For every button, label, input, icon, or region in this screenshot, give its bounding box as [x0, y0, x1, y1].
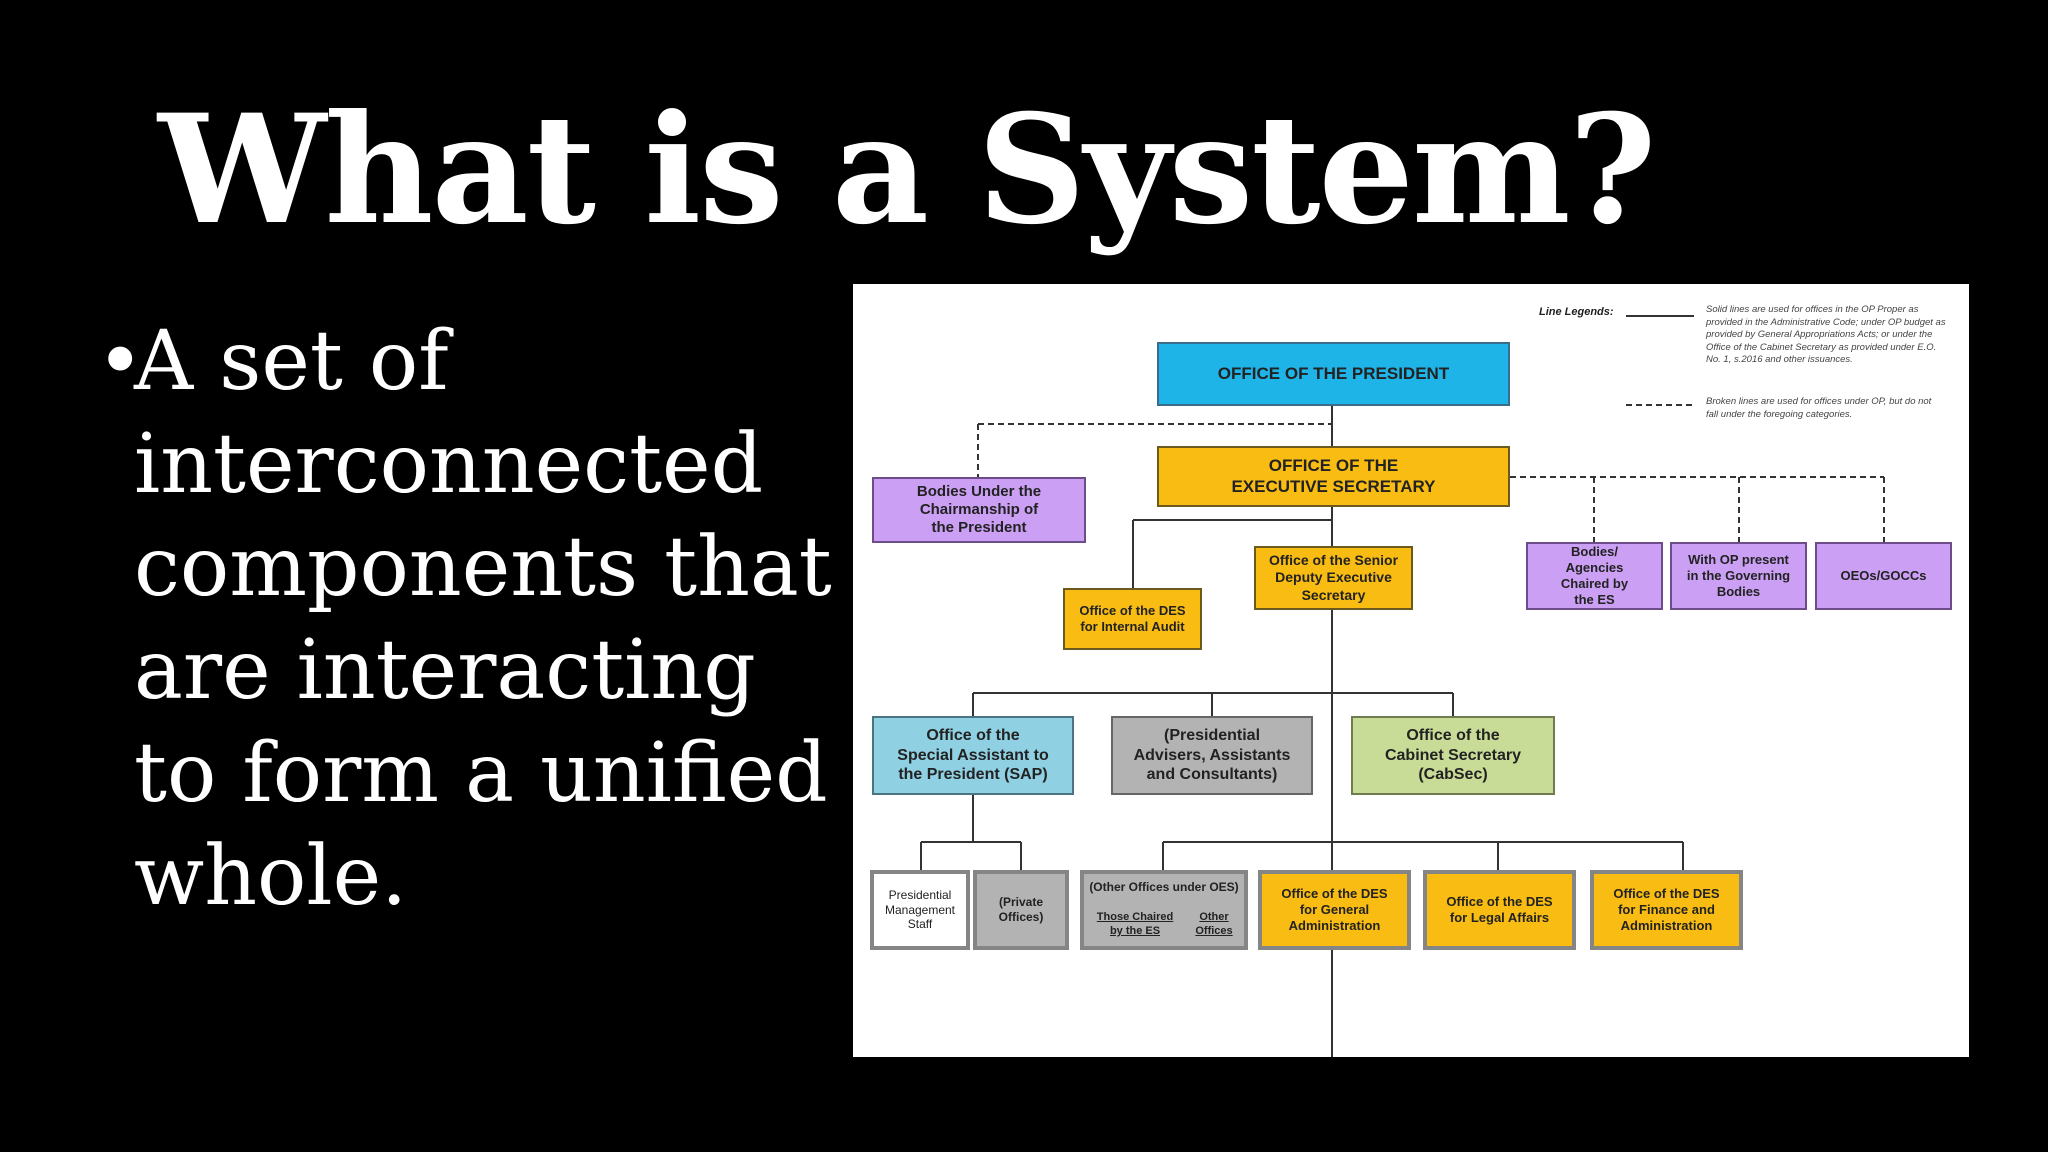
node-presidential-advisers: (Presidential Advisers, Assistants and C… — [1111, 716, 1313, 795]
solid-lines — [920, 315, 1694, 1057]
bullet-dot: • — [96, 314, 145, 409]
legend-broken-text: Broken lines are used for offices under … — [1706, 396, 1932, 420]
node-office-sap: Office of the Special Assistant to the P… — [872, 716, 1074, 795]
node-des-general-administration: Office of the DES for General Administra… — [1258, 870, 1411, 950]
node-presidential-management-staff: Presidential Management Staff — [870, 870, 970, 950]
org-chart: Line Legends: Solid lines are used for o… — [853, 284, 1969, 1057]
node-bodies-chaired-by-es: Bodies/ Agencies Chaired by the ES — [1526, 542, 1663, 610]
node-des-finance-administration: Office of the DES for Finance and Admini… — [1590, 870, 1743, 950]
other-oes-chaired-by-es: Those Chaired by the ES — [1096, 911, 1174, 937]
node-office-of-the-president: OFFICE OF THE PRESIDENT — [1157, 342, 1510, 406]
node-other-offices-under-oes: (Other Offices under OES) Those Chaired … — [1080, 870, 1248, 950]
legend-solid-text: Solid lines are used for offices in the … — [1706, 304, 1946, 365]
node-office-senior-des: Office of the Senior Deputy Executive Se… — [1254, 546, 1413, 610]
other-oes-other-offices: Other Offices — [1195, 911, 1233, 937]
node-office-of-executive-secretary: OFFICE OF THE EXECUTIVE SECRETARY — [1157, 446, 1510, 507]
broken-lines — [977, 404, 1885, 542]
node-op-in-governing-bodies: With OP present in the Governing Bodies — [1670, 542, 1807, 610]
org-chart-connectors — [920, 315, 1885, 1057]
legend-title: Line Legends: — [1539, 306, 1614, 318]
node-des-internal-audit: Office of the DES for Internal Audit — [1063, 588, 1202, 650]
bullet-text: A set of interconnected components that … — [134, 314, 832, 924]
node-bodies-under-chairmanship: Bodies Under the Chairmanship of the Pre… — [872, 477, 1086, 543]
node-private-offices: (Private Offices) — [973, 870, 1069, 950]
node-des-legal-affairs: Office of the DES for Legal Affairs — [1423, 870, 1576, 950]
node-oeos-goccs: OEOs/GOCCs — [1815, 542, 1952, 610]
other-oes-heading: (Other Offices under OES) — [1089, 880, 1239, 894]
slide-title: What is a System? — [158, 82, 1657, 258]
node-office-cabinet-secretary: Office of the Cabinet Secretary (CabSec) — [1351, 716, 1555, 795]
